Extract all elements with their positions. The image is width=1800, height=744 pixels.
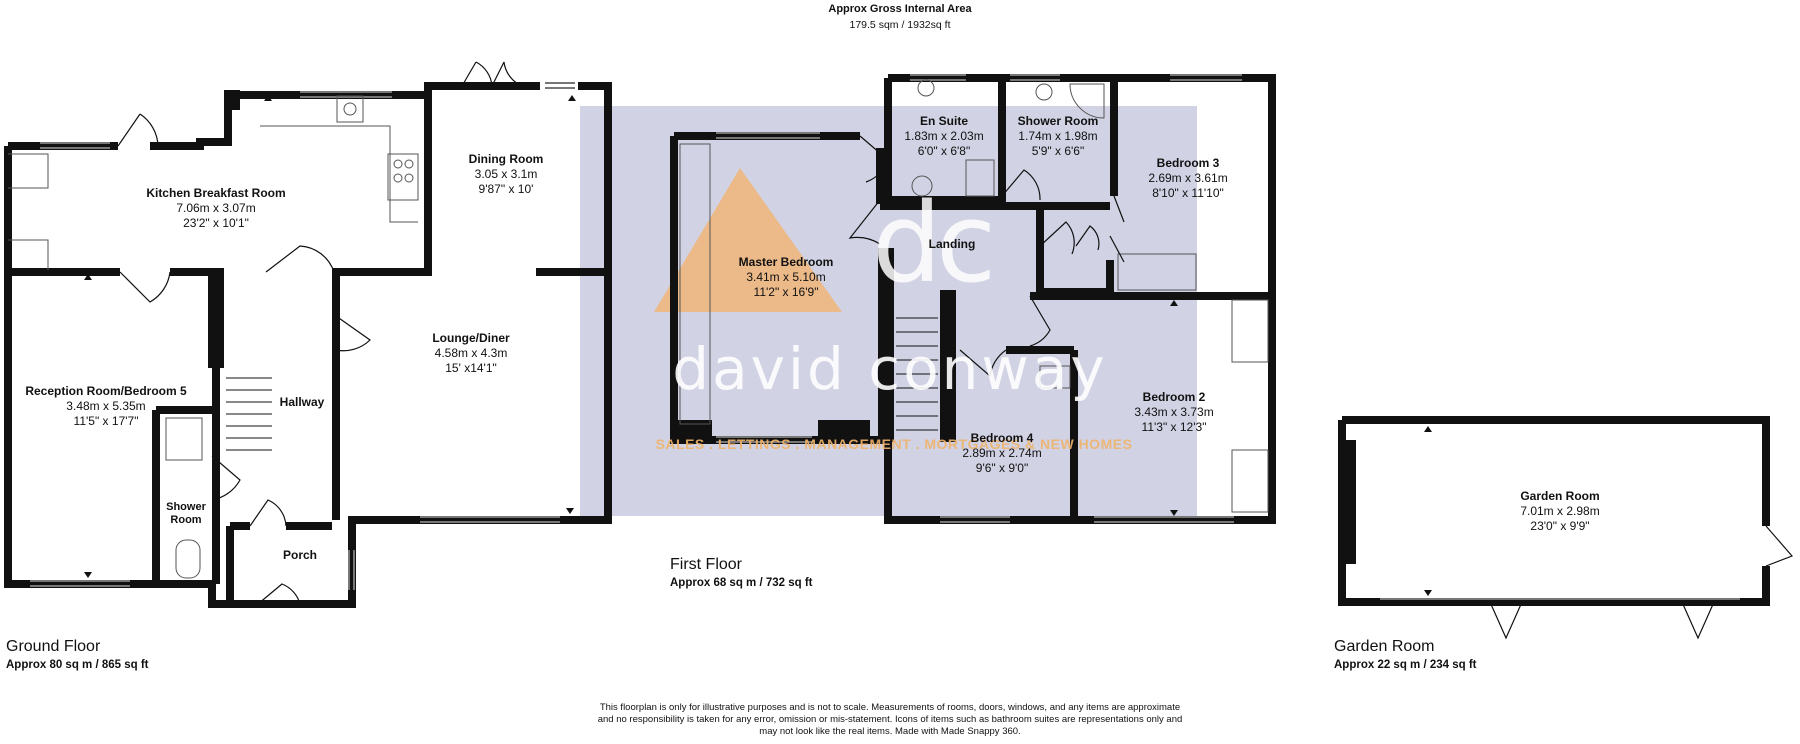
room-bedroom2: Bedroom 2 3.43m x 3.73m 11'3" x 12'3": [1134, 390, 1213, 435]
room-name: Porch: [282, 548, 318, 562]
disclaimer: This floorplan is only for illustrative …: [530, 702, 1250, 738]
floor-area: Approx 22 sq m / 234 sq ft: [1334, 659, 1477, 671]
room-landing: Landing: [929, 237, 976, 252]
room-imperial: 6'0" x 6'8": [917, 144, 971, 158]
stairs-first: [896, 317, 938, 431]
room-metric: 1.74m x 1.98m: [1018, 129, 1098, 143]
room-name: Garden Room: [1520, 489, 1600, 503]
room-imperial: 8'10" x 11'10": [1152, 186, 1224, 200]
wall-garden: [1338, 416, 1770, 606]
room-imperial: 11'2" x 16'9": [753, 285, 819, 299]
disclaimer-line: may not look like the real items. Made w…: [759, 726, 1021, 737]
room-ensuite: En Suite 1.83m x 2.03m 6'0" x 6'8": [904, 114, 983, 159]
walls-garden: [1338, 416, 1770, 606]
room-porch: Porch: [283, 548, 317, 563]
windows-ground: [30, 82, 575, 590]
room-metric: 3.43m x 3.73m: [1134, 405, 1214, 419]
wall-ensuite: [876, 74, 1006, 204]
room-name: Lounge/Diner: [432, 331, 510, 345]
room-metric: 2.89m x 2.74m: [962, 446, 1042, 460]
room-name: Reception Room/Bedroom 5: [25, 384, 187, 398]
room-imperial: 15' x14'1": [445, 361, 497, 375]
floor-name: Garden Room: [1334, 638, 1435, 655]
disclaimer-line: This floorplan is only for illustrative …: [599, 702, 1181, 713]
room-imperial: 11'3" x 12'3": [1141, 420, 1207, 434]
wall-master: [670, 132, 888, 444]
room-metric: 3.41m x 5.10m: [746, 270, 826, 284]
room-bedroom3: Bedroom 3 2.69m x 3.61m 8'10" x 11'10": [1148, 156, 1227, 201]
room-imperial: 9'6" x 9'0": [975, 461, 1029, 475]
watermark-tagline: SALES . LETTINGS . MANAGEMENT . MORTGAGE…: [655, 436, 1133, 452]
room-name: Shower Room: [1017, 114, 1099, 128]
fixtures-ground: [165, 417, 203, 579]
floor-label-ground: Ground Floor Approx 80 sq m / 865 sq ft: [6, 638, 149, 671]
room-hallway: Hallway: [280, 395, 325, 410]
wall-ground-outer: [4, 82, 612, 608]
room-kitchen: Kitchen Breakfast Room 7.06m x 3.07m 23'…: [146, 186, 285, 231]
area-subtitle: 179.5 sqm / 1932sq ft: [849, 19, 951, 31]
watermark-triangle: [654, 168, 842, 312]
room-master: Master Bedroom 3.41m x 5.10m 11'2" x 16'…: [739, 255, 834, 300]
kitchen-units: [8, 95, 419, 270]
room-lounge: Lounge/Diner 4.58m x 4.3m 15' x14'1": [432, 331, 509, 376]
doors-ground: [117, 61, 523, 605]
room-name: Shower Room: [166, 501, 206, 526]
floor-area: Approx 68 sq m / 732 sq ft: [670, 577, 813, 589]
stairs-ground: [226, 377, 272, 451]
room-imperial: 9'87" x 10': [478, 182, 534, 196]
watermark-brand: david conway: [672, 335, 1108, 403]
watermark-monogram: dc: [872, 179, 996, 307]
room-name: Dining Room: [468, 152, 544, 166]
room-name: Bedroom 2: [1142, 390, 1206, 404]
room-metric: 2.69m x 3.61m: [1148, 171, 1228, 185]
floor-name: Ground Floor: [6, 638, 101, 655]
doors-garden: [1489, 525, 1794, 640]
room-name: Hallway: [279, 395, 325, 409]
area-title: Approx Gross Internal Area: [828, 3, 972, 15]
room-name: Master Bedroom: [738, 255, 834, 269]
walls-first: [670, 74, 1276, 524]
room-imperial: 23'2" x 10'1": [183, 216, 249, 230]
measure-markers: [84, 95, 1432, 596]
room-metric: 7.06m x 3.07m: [176, 201, 256, 215]
room-imperial: 23'0" x 9'9": [1530, 519, 1590, 533]
fixtures-first: [679, 79, 1269, 513]
room-imperial: 11'5" x 17'7": [73, 414, 139, 428]
room-name: Kitchen Breakfast Room: [146, 186, 286, 200]
room-metric: 7.01m x 2.98m: [1520, 504, 1600, 518]
floor-name: First Floor: [670, 556, 742, 573]
room-dining: Dining Room 3.05 x 3.1m 9'87" x 10': [469, 152, 544, 197]
room-name: Landing: [928, 237, 976, 251]
room-imperial: 5'9" x 6'6": [1031, 144, 1085, 158]
room-name: En Suite: [919, 114, 968, 128]
windows-first: [716, 74, 1242, 523]
floor-label-first: First Floor Approx 68 sq m / 732 sq ft: [670, 556, 813, 589]
floor-area: Approx 80 sq m / 865 sq ft: [6, 659, 149, 671]
wall-ground-shower: [152, 406, 212, 584]
doors-first: [848, 135, 1125, 378]
room-name: Bedroom 3: [1156, 156, 1220, 170]
floor-label-garden: Garden Room Approx 22 sq m / 234 sq ft: [1334, 638, 1477, 671]
wall-porch: [226, 522, 332, 604]
wall-bedroom4: [884, 346, 1074, 524]
room-shower-ground: Shower Room: [164, 501, 208, 527]
room-metric: 1.83m x 2.03m: [904, 129, 984, 143]
room-name: Bedroom 4: [970, 431, 1034, 445]
wall-bedroom2: [1030, 292, 1276, 524]
room-bedroom4: Bedroom 4 2.89m x 2.74m 9'6" x 9'0": [962, 431, 1041, 476]
room-garden: Garden Room 7.01m x 2.98m 23'0" x 9'9": [1520, 489, 1599, 534]
room-shower-first: Shower Room 1.74m x 1.98m 5'9" x 6'6": [1018, 114, 1099, 159]
room-reception: Reception Room/Bedroom 5 3.48m x 5.35m 1…: [25, 384, 186, 429]
disclaimer-line: and no responsibility is taken for any e…: [597, 714, 1183, 725]
wall-blocks: [208, 90, 1356, 564]
room-metric: 3.48m x 5.35m: [66, 399, 146, 413]
room-metric: 3.05 x 3.1m: [474, 167, 538, 181]
room-metric: 4.58m x 4.3m: [434, 346, 508, 360]
